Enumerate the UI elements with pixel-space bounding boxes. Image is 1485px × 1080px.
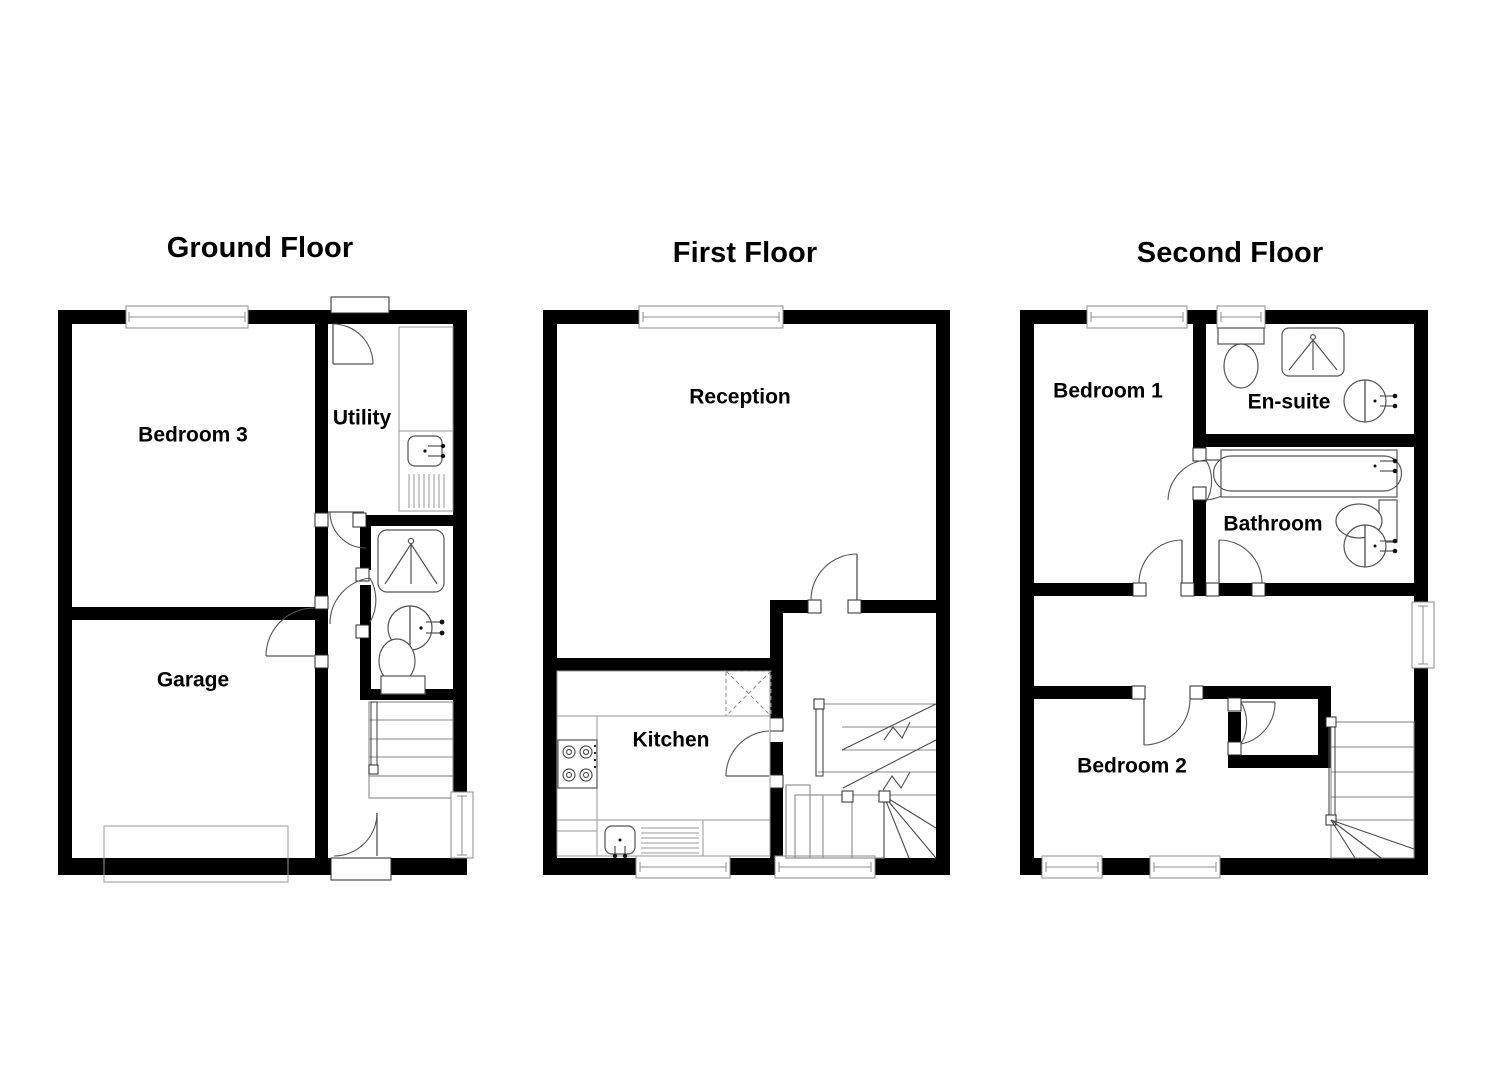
floor-title-ground: Ground Floor xyxy=(166,232,354,264)
door-bedroom3 xyxy=(265,595,329,669)
room-label-kitchen: Kitchen xyxy=(632,729,709,752)
window-kitchen xyxy=(635,855,731,879)
window-hall-side xyxy=(450,791,474,859)
floor-plan-ground: Ground Floor xyxy=(0,0,520,1080)
door-reception-hall xyxy=(807,553,862,614)
door-bedroom1 xyxy=(1132,539,1195,597)
ground-floor-drawing: Bedroom 3 Garage Utility xyxy=(58,296,474,883)
first-internal-walls xyxy=(557,600,936,858)
floor-plan-first: First Floor xyxy=(505,0,985,1080)
window-bedroom2-left xyxy=(1041,855,1103,879)
staircase-ground xyxy=(368,701,454,799)
floor-title-first: First Floor xyxy=(672,237,818,269)
staircase-second xyxy=(1325,716,1415,859)
door-utility-external xyxy=(330,296,390,365)
second-floor-drawing: Bedroom 1 Bedroom 2 En-suite Bathroom xyxy=(1020,305,1435,879)
ensuite-fixtures xyxy=(1217,327,1398,423)
door-front-entrance xyxy=(330,812,392,881)
garage-door xyxy=(103,825,289,883)
room-label-bedroom-1: Bedroom 1 xyxy=(1053,380,1163,403)
room-label-bedroom-2: Bedroom 2 xyxy=(1077,755,1187,778)
room-label-utility: Utility xyxy=(333,407,392,430)
shower-room-fixtures xyxy=(377,529,445,695)
door-bedroom2 xyxy=(1131,685,1204,746)
door-bathroom xyxy=(1205,539,1266,597)
bathroom-fixtures xyxy=(1212,449,1403,568)
window-reception xyxy=(638,305,784,329)
floor-plan-second: Second Floor xyxy=(975,0,1485,1080)
door-kitchen-hall xyxy=(725,717,784,789)
room-label-reception: Reception xyxy=(689,386,791,409)
window-ensuite xyxy=(1216,305,1266,329)
room-label-garage: Garage xyxy=(157,669,229,692)
first-floor-drawing: Reception Kitchen xyxy=(543,305,950,879)
window-hall-first xyxy=(774,855,876,879)
window-bedroom1 xyxy=(1086,305,1188,329)
door-hall-utility xyxy=(314,511,367,549)
room-label-bedroom-3: Bedroom 3 xyxy=(138,424,248,447)
window-bedroom2-right xyxy=(1149,855,1221,879)
door-shower-room xyxy=(329,567,377,639)
kitchen-fittings xyxy=(556,670,772,859)
floor-title-second: Second Floor xyxy=(1136,237,1324,269)
staircase-first xyxy=(785,698,937,859)
utility-fittings xyxy=(398,326,454,512)
window-landing-side xyxy=(1411,601,1435,669)
door-landing-stair xyxy=(1227,697,1276,756)
room-label-bathroom: Bathroom xyxy=(1223,513,1322,536)
window-bedroom3 xyxy=(125,305,249,329)
room-label-ensuite: En-suite xyxy=(1248,391,1331,414)
